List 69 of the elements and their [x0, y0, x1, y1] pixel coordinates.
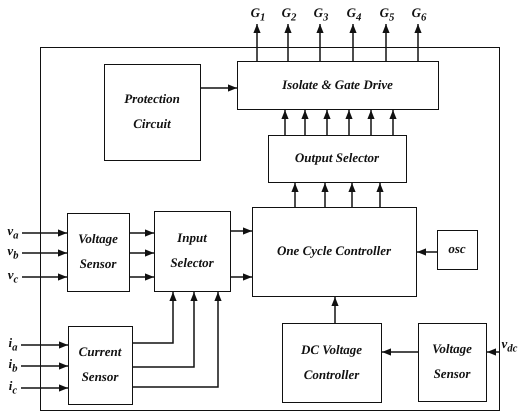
arrow — [382, 348, 418, 356]
arrow — [22, 229, 67, 237]
arrow — [133, 292, 177, 344]
arrow — [487, 348, 500, 356]
process-box — [268, 134, 406, 182]
block-label: Output Selector — [294, 149, 380, 168]
arrow — [291, 183, 299, 207]
arrow — [133, 292, 222, 388]
enclosure-box — [40, 47, 500, 411]
process-box — [66, 212, 130, 292]
process-box — [236, 60, 438, 110]
arrow — [367, 110, 375, 135]
arrow — [389, 110, 397, 135]
signal-label: G$_{5}$ — [378, 6, 396, 24]
block-label: One Cycle Controller — [276, 242, 392, 260]
signal-label: v$_{a}$ — [4, 224, 22, 241]
signal-label: i$_{b}$ — [5, 357, 21, 374]
signal-label: G$_{3}$ — [312, 6, 330, 24]
arrow — [231, 273, 252, 281]
process-box — [282, 322, 382, 402]
block-label: Voltage Sensor — [431, 340, 473, 383]
arrow — [376, 183, 384, 207]
arrow — [201, 84, 237, 92]
arrow — [253, 24, 261, 61]
arrow — [417, 248, 437, 256]
block-label: Input Selector — [169, 229, 215, 272]
process-box — [436, 230, 478, 270]
arrow — [22, 249, 67, 257]
process-box — [154, 210, 230, 292]
arrow — [22, 273, 67, 281]
arrow — [130, 249, 154, 257]
arrow — [345, 110, 353, 135]
signal-label: G$_{4}$ — [345, 6, 363, 24]
signal-label: G$_{6}$ — [410, 6, 428, 24]
block-label: Voltage Sensor — [77, 230, 119, 273]
arrow — [281, 110, 289, 135]
process-box — [104, 64, 200, 160]
arrow — [21, 384, 68, 392]
arrow — [21, 341, 68, 349]
arrow — [130, 273, 154, 281]
arrow — [382, 24, 390, 61]
process-box — [68, 326, 132, 404]
signal-label: G$_{2}$ — [280, 6, 298, 24]
arrow — [323, 110, 331, 135]
signal-label: v$_{b}$ — [4, 244, 22, 261]
signal-label: i$_{c}$ — [5, 379, 21, 396]
arrow — [301, 110, 309, 135]
block-label: Isolate & Gate Drive — [282, 76, 393, 94]
arrow — [321, 183, 329, 207]
arrow — [348, 183, 356, 207]
signal-label: G$_{1}$ — [249, 6, 267, 24]
arrow — [133, 292, 198, 368]
block-label: Current Sensor — [78, 343, 123, 386]
signal-label: v$_{dc}$ — [500, 337, 519, 354]
signal-label: v$_{c}$ — [4, 268, 22, 285]
block-label: DC Voltage Controller — [300, 340, 364, 384]
arrow — [21, 362, 68, 370]
arrow — [331, 297, 339, 323]
arrow — [316, 24, 324, 61]
process-box — [252, 206, 416, 296]
arrow — [130, 229, 154, 237]
signal-label: i$_{a}$ — [5, 336, 21, 353]
arrow — [284, 24, 292, 61]
block-label: osc — [448, 240, 466, 258]
arrow — [349, 24, 357, 61]
process-box — [418, 322, 486, 402]
block-label: Protection Circuit — [123, 90, 181, 133]
arrow — [231, 227, 252, 235]
arrow — [414, 24, 422, 61]
